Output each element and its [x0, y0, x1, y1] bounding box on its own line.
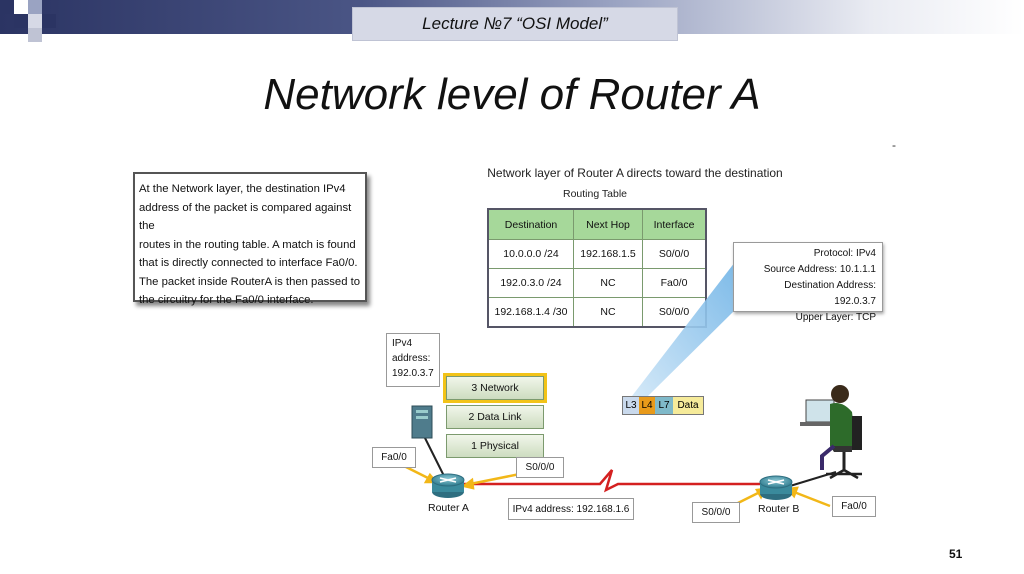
table-cell: NC: [573, 268, 643, 298]
pdu-strip: L3 L4 L7 Data: [622, 396, 704, 415]
header-square-4: [14, 14, 28, 28]
note-line: routes in the routing table. A match is …: [139, 238, 356, 251]
link-ip-label: IPv4 address: 192.168.1.6: [508, 498, 634, 520]
header-square-5: [28, 14, 42, 28]
pdu-l3: L3: [623, 397, 639, 414]
column-header: Next Hop: [573, 208, 643, 240]
pdu-l4: L4: [639, 397, 655, 414]
zoom-beam: [632, 262, 735, 396]
server-icon: [411, 405, 433, 439]
corner-dash: -: [892, 138, 896, 152]
ipv4-line: IPv4: [392, 338, 413, 349]
note-line: The packet inside RouterA is then passed…: [139, 275, 361, 288]
serial-link: [456, 469, 774, 493]
note-line: the circuitry for the Fa0/0 interface.: [139, 294, 314, 306]
arrow-s-a: [469, 472, 521, 486]
ethernet-link-a: [423, 435, 445, 477]
column-header: Destination: [487, 208, 574, 240]
table-cell: 192.168.1.4 /30: [487, 297, 574, 328]
note-line: At the Network layer, the destination IP…: [139, 183, 346, 195]
packet-info-line: Protocol: IPv4: [813, 248, 876, 259]
explanation-note: At the Network layer, the destination IP…: [133, 172, 367, 306]
table-row: 192.168.1.4 /30 NC S0/0/0: [487, 297, 707, 328]
header-square-3: [28, 0, 42, 14]
router-a-s-label: S0/0/0: [516, 457, 564, 478]
table-row: 192.0.3.0 /24 NC Fa0/0: [487, 268, 707, 298]
ipv4-address-label: IPv4 address: 192.0.3.7: [386, 333, 440, 387]
slide-title: Network level of Router A: [263, 70, 761, 119]
router-b-name: Router B: [758, 503, 800, 515]
layer-data-link: 2 Data Link: [446, 405, 544, 429]
pdu-data: Data: [673, 397, 703, 414]
page-number: 51: [949, 547, 963, 561]
router-a-fa-label: Fa0/0: [372, 447, 416, 468]
header-square-6: [42, 14, 56, 28]
arrow-fa-b: [793, 490, 831, 508]
router-b-icon: [759, 475, 793, 500]
user-at-computer-icon: [800, 385, 862, 480]
table-cell: NC: [573, 297, 643, 328]
table-cell: S0/0/0: [642, 239, 707, 269]
table-cell: 192.0.3.0 /24: [487, 268, 574, 298]
router-a-name: Router A: [428, 502, 469, 514]
header-square-2: [14, 0, 28, 14]
packet-info-box: Protocol: IPv4 Source Address: 10.1.1.1 …: [733, 242, 883, 323]
table-cell: 192.168.1.5: [573, 239, 643, 269]
routing-table: Destination Next Hop Interface 10.0.0.0 …: [487, 208, 707, 328]
table-header-row: Destination Next Hop Interface: [487, 208, 707, 240]
layer-network: 3 Network: [443, 373, 547, 403]
packet-info-line: Destination Address: 192.0.3.7: [784, 280, 876, 307]
ipv4-line: address:: [392, 353, 431, 364]
column-header: Interface: [642, 208, 707, 240]
routing-table-title: Routing Table: [562, 188, 628, 200]
note-line: address of the packet is compared agains…: [139, 201, 352, 233]
router-a-icon: [431, 473, 465, 498]
lecture-title: Lecture №7 “OSI Model”: [352, 7, 678, 41]
packet-info-line: Upper Layer: TCP: [795, 312, 876, 323]
note-line: that is directly connected to interface …: [139, 257, 358, 269]
layer-physical: 1 Physical: [446, 434, 544, 458]
router-b-s-label: S0/0/0: [692, 502, 740, 523]
diagram-title: Network layer of Router A directs toward…: [487, 166, 783, 180]
table-cell: Fa0/0: [642, 268, 707, 298]
header-square-7: [28, 28, 42, 42]
router-b-fa-label: Fa0/0: [832, 496, 876, 517]
ipv4-line: 192.0.3.7: [392, 368, 434, 379]
arrowhead-s-a: [461, 477, 475, 490]
header-square-1: [0, 0, 14, 14]
pdu-l7: L7: [655, 397, 673, 414]
packet-info-line: Source Address: 10.1.1.1: [763, 264, 876, 275]
